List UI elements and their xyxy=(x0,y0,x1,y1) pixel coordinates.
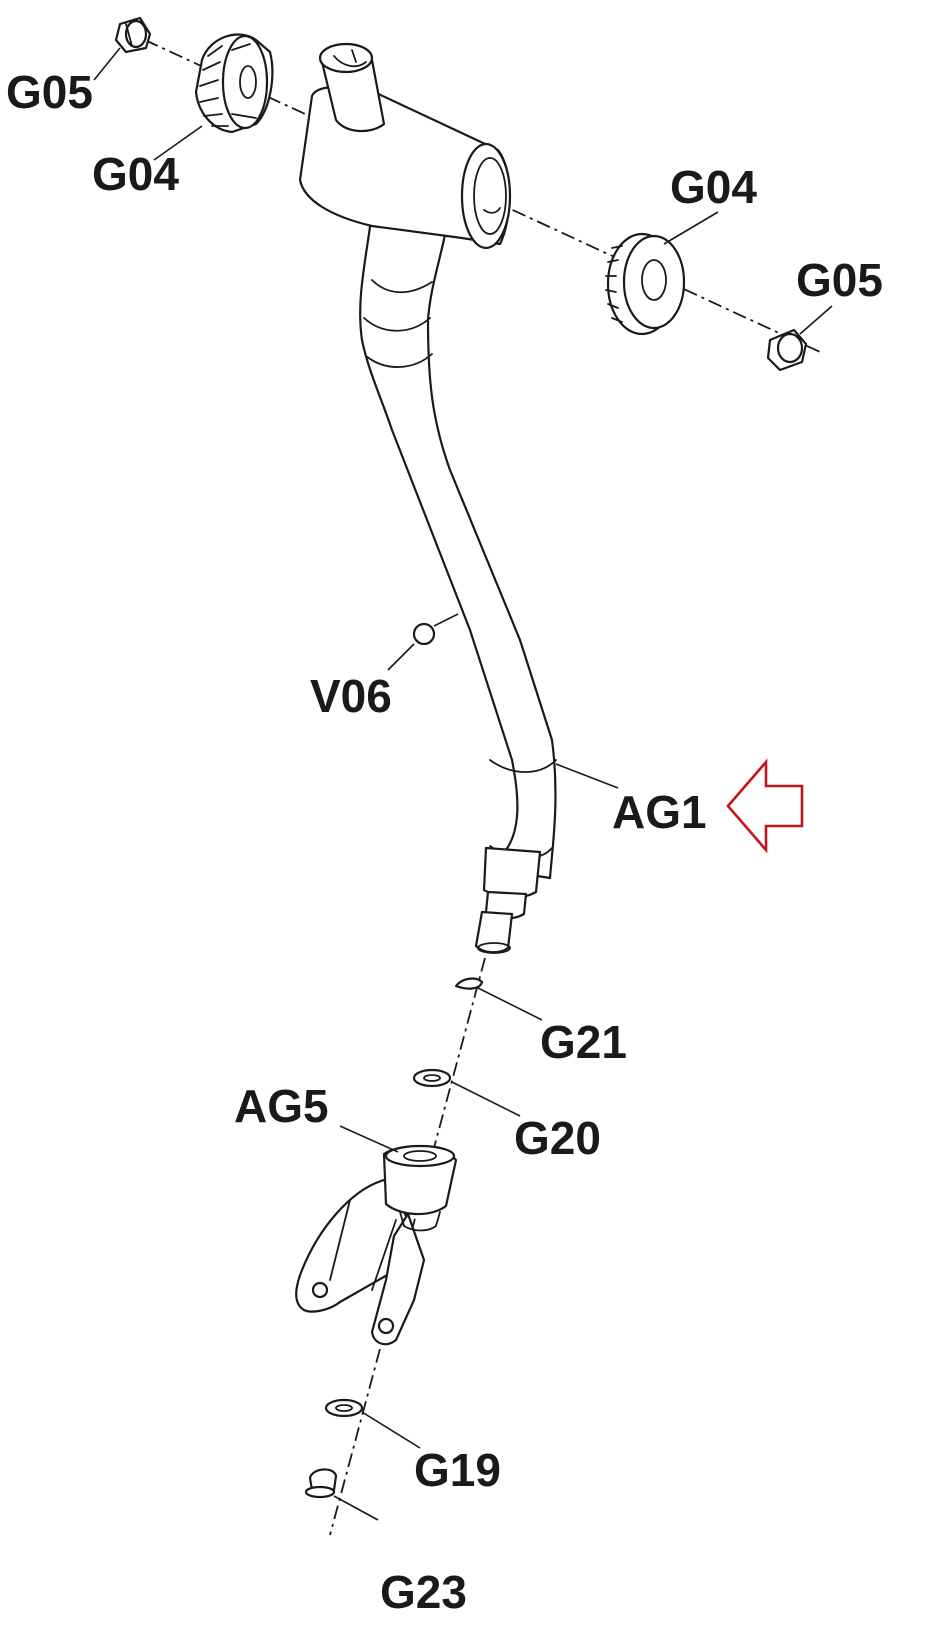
leader-ag5 xyxy=(339,1125,399,1153)
g20-washer xyxy=(412,1068,452,1088)
leader-g05-right xyxy=(799,305,833,335)
leader-lines xyxy=(93,47,833,1521)
leader-g20 xyxy=(451,1081,521,1117)
leader-g04-top-left xyxy=(153,125,203,161)
leader-g05-top-left xyxy=(93,47,121,81)
g21-clip xyxy=(454,977,484,990)
label-v06: V06 xyxy=(310,670,392,722)
leader-g21 xyxy=(477,987,543,1021)
leader-v06 xyxy=(387,643,415,671)
label-g05-right: G05 xyxy=(796,254,883,306)
leader-g23 xyxy=(333,1495,379,1521)
part-labels: G05 G04 G04 G05 V06 AG1 G21 G20 AG5 G19 … xyxy=(6,66,883,1618)
g19-washer xyxy=(324,1398,364,1418)
leader-v06-tube xyxy=(433,613,459,627)
ag5-fork-bracket xyxy=(295,1144,458,1346)
ag1-arm-assembly xyxy=(298,42,557,954)
g05-nut-right xyxy=(766,328,808,372)
label-g21: G21 xyxy=(540,1016,627,1068)
leader-g19 xyxy=(361,1411,421,1449)
label-ag1: AG1 xyxy=(612,786,707,838)
leader-g04-right xyxy=(663,211,719,245)
outline-arrow-left-icon xyxy=(726,758,804,854)
g04-knob-top-left xyxy=(194,33,274,134)
label-g20: G20 xyxy=(514,1112,601,1164)
axis-lines xyxy=(144,39,821,1536)
g23-pin xyxy=(304,1468,338,1499)
leader-ag1 xyxy=(555,763,619,789)
label-g23: G23 xyxy=(380,1566,467,1618)
label-g04-top-left: G04 xyxy=(92,148,179,200)
g04-knob-right xyxy=(605,232,686,336)
label-ag5: AG5 xyxy=(234,1080,329,1132)
label-g19: G19 xyxy=(414,1444,501,1496)
v06-ball xyxy=(412,622,436,646)
g05-nut-top-left xyxy=(114,16,152,54)
label-g05-top-left: G05 xyxy=(6,66,93,118)
label-g04-right: G04 xyxy=(670,161,757,213)
